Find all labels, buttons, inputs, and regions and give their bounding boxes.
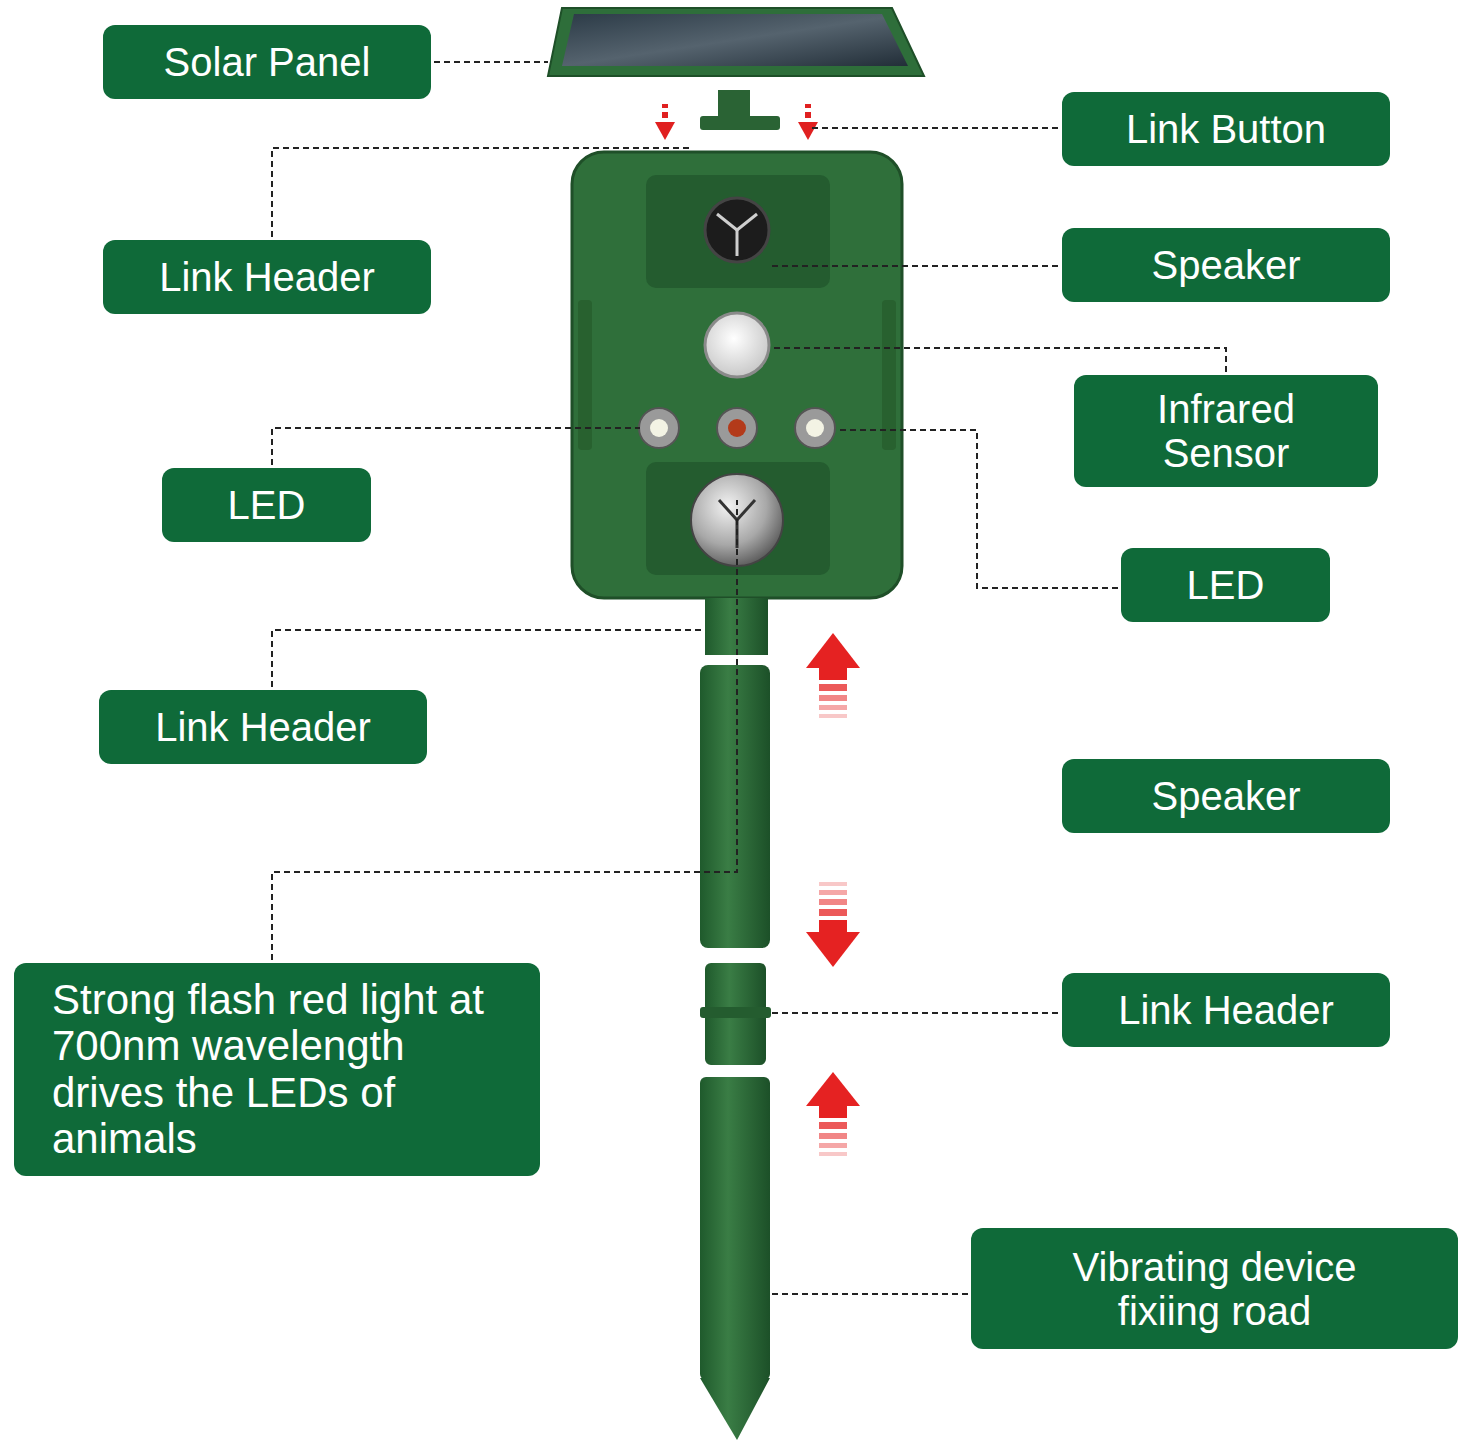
callout-text: LED [1187, 563, 1265, 607]
callout-box: Link Header [99, 690, 427, 764]
callout-text: Vibrating device fixiing road [1035, 1245, 1395, 1333]
callout-box: Speaker [1062, 759, 1390, 833]
callout-box: Vibrating device fixiing road [971, 1228, 1458, 1349]
callout-text: Infrared Sensor [1096, 387, 1356, 475]
callout-box: Infrared Sensor [1074, 375, 1378, 487]
callout-text: Link Button [1126, 107, 1326, 151]
callout-text: Solar Panel [164, 40, 371, 84]
callout-text: Link Header [1118, 988, 1334, 1032]
callout-box: Solar Panel [103, 25, 431, 99]
callout-text: Link Header [159, 255, 375, 299]
callout-text: Speaker [1152, 774, 1301, 818]
callout-box: Strong flash red light at 700nm waveleng… [14, 963, 540, 1176]
callout-text: Strong flash red light at 700nm waveleng… [52, 977, 502, 1162]
callout-text: Speaker [1152, 243, 1301, 287]
callout-box: Link Header [103, 240, 431, 314]
callout-box: LED [162, 468, 371, 542]
callout-box: Link Button [1062, 92, 1390, 166]
callout-box: LED [1121, 548, 1330, 622]
callout-text: Link Header [155, 705, 371, 749]
callout-box: Link Header [1062, 973, 1390, 1047]
callout-box: Speaker [1062, 228, 1390, 302]
callout-text: LED [228, 483, 306, 527]
